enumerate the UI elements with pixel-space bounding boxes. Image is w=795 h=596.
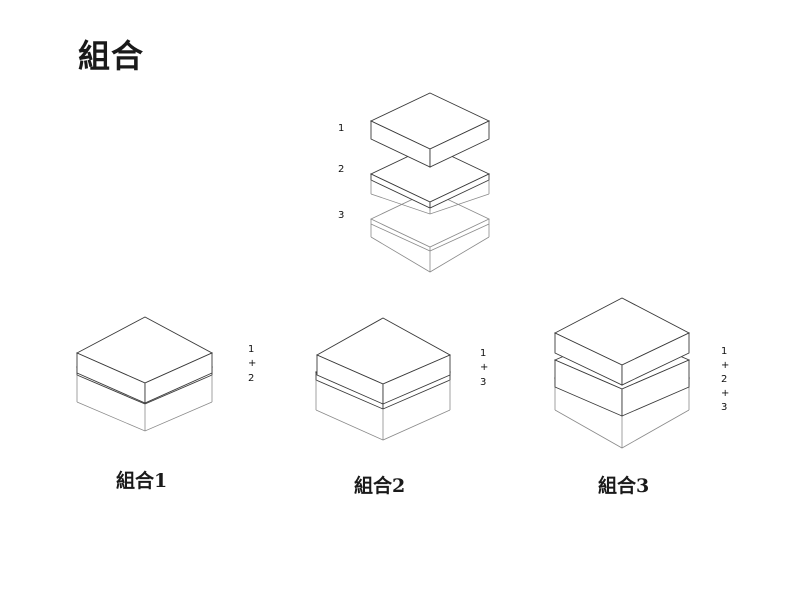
part-2-middle-box (369, 145, 491, 215)
combo-1-lid (75, 316, 214, 404)
combo-3-lid (553, 297, 691, 386)
combo-2-illustration: 1 + 3 (314, 317, 488, 441)
combo-3-stack-1: + (721, 360, 729, 371)
combo-1-stack-1: + (248, 358, 256, 369)
part-1-lid (369, 92, 491, 168)
exploded-label-2: 2 (338, 164, 344, 175)
combo-2-stack-0: 1 (480, 348, 486, 359)
combo-1-stack-2: 2 (248, 373, 254, 384)
combo-3-stack-0: 1 (721, 346, 727, 357)
exploded-label-3: 3 (338, 210, 344, 221)
combo-1-caption: 組合1 (116, 470, 168, 492)
exploded-view: 1 2 3 (338, 92, 491, 273)
combo-2-stack-2: 3 (480, 377, 486, 388)
combo-3-stack-2: 2 (721, 374, 727, 385)
combo-2-lid (315, 317, 452, 405)
combo-3-caption: 組合3 (598, 475, 650, 497)
combo-3-stack-3: + (721, 388, 729, 399)
combo-1-illustration: 1 + 2 (75, 316, 256, 432)
combo-3-illustration: 1 + 2 + 3 (553, 297, 729, 449)
combo-3-stack-4: 3 (721, 402, 727, 413)
page-title: 組合 (78, 37, 145, 75)
combo-2-stack-1: + (480, 362, 488, 373)
exploded-label-1: 1 (338, 123, 344, 134)
combo-2-caption: 組合2 (354, 475, 406, 497)
combo-1-stack-0: 1 (248, 344, 254, 355)
